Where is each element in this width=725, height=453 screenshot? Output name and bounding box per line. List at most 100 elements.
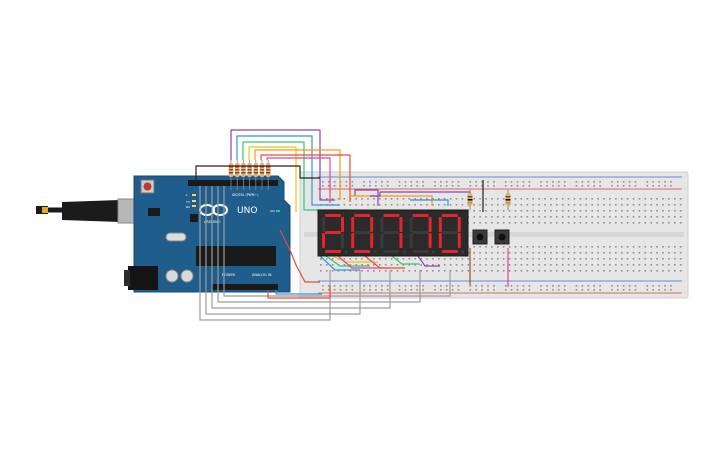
- reset-button-cap[interactable]: [143, 182, 152, 191]
- usb-plug: [62, 200, 120, 222]
- segment-c: [457, 233, 461, 248]
- wire-7[interactable]: [266, 157, 331, 203]
- digit-4: [409, 214, 436, 254]
- button-resistor-2[interactable]: [505, 190, 511, 210]
- wire-1[interactable]: [230, 129, 335, 201]
- seven-segment-display[interactable]: [317, 209, 469, 257]
- power-label: POWER: [222, 273, 236, 277]
- segment-c: [428, 233, 432, 248]
- capacitor-1: [165, 269, 179, 283]
- decimal-point: [461, 250, 465, 254]
- pushbutton-1[interactable]: [472, 229, 488, 245]
- atmega-chip: [196, 246, 276, 266]
- wire-19[interactable]: [267, 286, 331, 299]
- wire-25[interactable]: [337, 255, 390, 269]
- wire-23[interactable]: [325, 255, 370, 267]
- led-on: [276, 210, 280, 212]
- rx-label: RX: [186, 205, 190, 209]
- wire-21[interactable]: [279, 229, 320, 283]
- wire-15[interactable]: [205, 186, 361, 315]
- segment-b: [428, 217, 432, 232]
- segment-f: [322, 217, 325, 232]
- wire-18[interactable]: [223, 186, 451, 297]
- capacitor-2: [180, 269, 194, 283]
- crystal: [165, 232, 187, 242]
- breadboard[interactable]: [299, 171, 689, 299]
- small-chip: [190, 214, 198, 222]
- led-l: [192, 194, 196, 196]
- segment-d: [325, 250, 341, 253]
- segment-c: [399, 233, 403, 248]
- segment-f: [409, 217, 413, 232]
- segment-e: [438, 233, 442, 248]
- decimal-point: [373, 250, 377, 254]
- wire-5[interactable]: [254, 149, 341, 200]
- segment-b: [341, 217, 344, 232]
- segment-d: [412, 250, 429, 253]
- segment-b: [457, 217, 461, 232]
- segment-g: [325, 231, 341, 234]
- wire-22[interactable]: [319, 255, 360, 271]
- segment-b: [370, 217, 374, 232]
- segment-c: [341, 233, 344, 248]
- decimal-point: [402, 250, 406, 254]
- pushbutton-2[interactable]: [494, 229, 510, 245]
- digit-2: [351, 214, 377, 254]
- segment-e: [322, 233, 325, 248]
- segment-e: [380, 233, 384, 248]
- segment-d: [441, 250, 458, 253]
- segment-g: [412, 231, 429, 234]
- wire-4[interactable]: [248, 146, 297, 212]
- decimal-point: [432, 250, 436, 254]
- wire-20[interactable]: [275, 290, 322, 295]
- wire-17[interactable]: [217, 186, 421, 303]
- segment-f: [438, 217, 442, 232]
- segment-c: [370, 233, 374, 248]
- wire-16[interactable]: [211, 186, 391, 309]
- wire-2[interactable]: [236, 135, 340, 206]
- wires[interactable]: [195, 129, 509, 321]
- segment-g: [441, 231, 458, 234]
- wire-27[interactable]: [391, 255, 420, 265]
- segment-e: [409, 233, 413, 248]
- segment-b: [399, 217, 403, 232]
- segment-f: [351, 217, 355, 232]
- digit-5: [438, 214, 465, 254]
- wire-8[interactable]: [195, 165, 320, 180]
- analog-label: ANALOG IN: [252, 273, 272, 277]
- wire-10[interactable]: [354, 189, 379, 206]
- segment-d: [354, 250, 371, 253]
- segment-e: [351, 233, 355, 248]
- decimal-point: [344, 250, 348, 254]
- led-rx: [192, 205, 196, 207]
- center-channel: [304, 232, 684, 237]
- segment-a: [441, 214, 458, 217]
- wire-6[interactable]: [260, 154, 351, 202]
- wire-13[interactable]: [410, 199, 449, 206]
- segment-a: [354, 214, 371, 217]
- segment-g: [383, 231, 400, 234]
- wire-24[interactable]: [331, 255, 378, 263]
- segment-a: [325, 214, 341, 217]
- uno-label: UNO: [237, 206, 257, 216]
- power-jack[interactable]: [128, 266, 158, 290]
- led-tx: [192, 200, 196, 202]
- l-label: L: [186, 193, 188, 197]
- segment-d: [383, 250, 400, 253]
- usb-cable[interactable]: [36, 198, 145, 224]
- digit-3: [380, 214, 406, 254]
- digital-header[interactable]: [188, 180, 278, 186]
- power-analog-header[interactable]: [212, 284, 278, 290]
- button-resistor-1[interactable]: [467, 190, 473, 210]
- segment-a: [412, 214, 429, 217]
- usb-chip: [148, 208, 160, 216]
- wire-28[interactable]: [417, 255, 440, 267]
- arduino-uno[interactable]: UNO ARDUINO DIGITAL (PWM~) POWER ANALOG …: [124, 175, 291, 293]
- digit-1: [322, 214, 348, 254]
- segment-a: [383, 214, 400, 217]
- on-label: ON: [270, 209, 275, 213]
- segment-g: [354, 231, 371, 234]
- tx-label: TX: [185, 200, 190, 204]
- wire-26[interactable]: [364, 255, 405, 269]
